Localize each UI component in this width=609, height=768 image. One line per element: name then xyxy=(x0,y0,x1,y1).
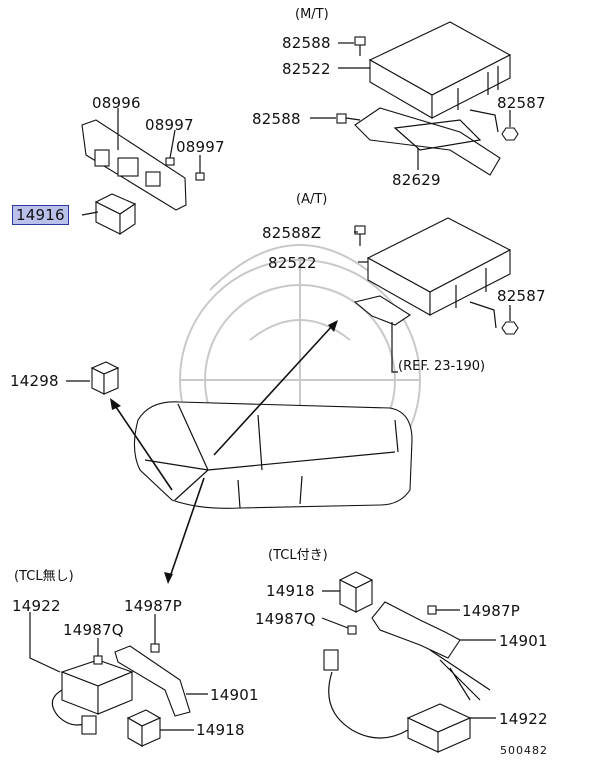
part-08997-a[interactable]: 08997 xyxy=(145,116,194,134)
vehicle-outline xyxy=(133,401,413,509)
part-82522-mt[interactable]: 82522 xyxy=(282,60,331,78)
part-82522-at[interactable]: 82522 xyxy=(268,254,317,272)
part-14918-right[interactable]: 14918 xyxy=(266,582,315,600)
part-82629[interactable]: 82629 xyxy=(392,171,441,189)
diagram-number: 500482 xyxy=(500,744,548,757)
module-14922-right xyxy=(323,649,472,753)
bolt-82588-top xyxy=(354,36,366,56)
part-82588-mid[interactable]: 82588 xyxy=(252,110,301,128)
part-14922-right[interactable]: 14922 xyxy=(499,710,548,728)
ecu-at xyxy=(366,217,512,316)
reference-label: (REF. 23-190) xyxy=(398,359,486,374)
part-14918-left[interactable]: 14918 xyxy=(196,721,245,739)
section-label-tcl-with: (TCL付き) xyxy=(268,548,328,563)
part-82587-mt[interactable]: 82587 xyxy=(497,94,546,112)
bracket-82629 xyxy=(354,107,501,176)
part-08997-b[interactable]: 08997 xyxy=(176,138,225,156)
section-label-mt: (M/T) xyxy=(295,7,329,22)
relay-14298 xyxy=(90,361,120,395)
nut-82587-mt xyxy=(501,127,519,141)
part-14922-left[interactable]: 14922 xyxy=(12,597,61,615)
part-08996[interactable]: 08996 xyxy=(92,94,141,112)
bolt-82588-mid xyxy=(336,113,361,124)
nut-82587-at xyxy=(501,321,519,335)
bracket-14901-left xyxy=(114,645,191,717)
bolt-82588z xyxy=(354,225,366,246)
relay-bracket-08996 xyxy=(81,119,187,211)
part-82587-at[interactable]: 82587 xyxy=(497,287,546,305)
part-82588-mt[interactable]: 82588 xyxy=(282,34,331,52)
part-14987q-left[interactable]: 14987Q xyxy=(63,621,124,639)
part-14901-left[interactable]: 14901 xyxy=(210,686,259,704)
section-label-at: (A/T) xyxy=(296,192,328,207)
part-82588z[interactable]: 82588Z xyxy=(262,224,322,242)
module-14922-left xyxy=(51,659,134,735)
part-14298[interactable]: 14298 xyxy=(10,372,59,390)
relay-14918-left xyxy=(126,709,162,747)
arrow-to-ecu xyxy=(213,320,338,456)
part-14916-highlighted[interactable]: 14916 xyxy=(12,205,69,225)
relay-14918-right xyxy=(338,571,374,613)
ecu-mt xyxy=(368,21,512,119)
arrow-to-14298 xyxy=(110,398,173,491)
section-label-tcl-without: (TCL無し) xyxy=(14,569,74,584)
part-14987p-left[interactable]: 14987P xyxy=(124,597,182,615)
part-14901-right[interactable]: 14901 xyxy=(499,632,548,650)
bracket-at xyxy=(353,295,497,329)
part-14987q-right[interactable]: 14987Q xyxy=(255,610,316,628)
relay-14916 xyxy=(94,193,137,236)
arrow-to-tcl xyxy=(164,477,205,584)
part-14987p-right[interactable]: 14987P xyxy=(462,602,520,620)
